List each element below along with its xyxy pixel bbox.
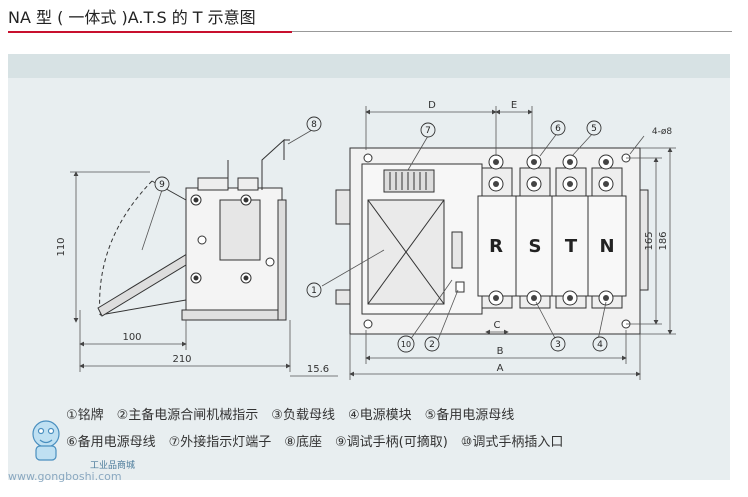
watermark-url: www.gongboshi.com [8, 470, 122, 483]
title-underline [292, 31, 732, 32]
legend-row-2: ⑥备用电源母线 ⑦外接指示灯端子 ⑧底座 ⑨调试手柄(可摘取) ⑩调式手柄插入口 [66, 435, 564, 450]
mascot-logo [32, 420, 60, 461]
dim-210-label: 210 [172, 354, 191, 365]
callout-5-num: 5 [591, 124, 597, 134]
dim-d-label: D [428, 100, 436, 111]
dim-c-label: C [494, 320, 501, 331]
dim-100-label: 100 [122, 332, 141, 343]
callout-7-num: 7 [425, 126, 431, 136]
panel-header-band [8, 54, 730, 78]
watermark-name: 工业品商城 [90, 461, 136, 471]
dim-b-label: B [497, 346, 504, 357]
callout-10-num: 10 [401, 340, 411, 349]
dim-holes-label: 4-ø8 [652, 127, 672, 137]
front-view-dimensions [349, 106, 676, 380]
callout-5 [586, 120, 602, 136]
mechanical-indicator [451, 231, 463, 269]
callout-2-num: 2 [429, 340, 435, 350]
callout-4 [592, 336, 608, 352]
callout-1-num: 1 [311, 286, 317, 296]
callout-10 [397, 335, 415, 353]
callout-6-num: 6 [555, 124, 561, 134]
phase-r-label: R [489, 236, 503, 257]
page-title: NA 型 ( 一体式 )A.T.S 的 T 示意图 [8, 8, 256, 27]
title-underline-accent [8, 31, 292, 33]
callout-9 [154, 176, 170, 192]
callout-8-num: 8 [311, 120, 317, 130]
callout-4-num: 4 [597, 340, 603, 350]
phase-s-label: S [529, 236, 542, 257]
callout-1 [306, 282, 322, 298]
callout-9-num: 9 [159, 180, 165, 190]
side-view-dimensions [70, 171, 338, 377]
legend-row-1: ①铭牌 ②主备电源合闸机械指示 ③负载母线 ④电源模块 ⑤备用电源母线 [66, 408, 515, 423]
dim-15-6-label: 15.6 [307, 364, 329, 375]
front-view [335, 147, 649, 335]
callout-2 [424, 336, 440, 352]
callout-leaders [141, 129, 607, 341]
dim-a-label: A [497, 363, 504, 374]
callout-7 [420, 122, 436, 138]
callout-8 [306, 116, 322, 132]
phase-t-label: T [565, 236, 578, 257]
phase-n-label: N [599, 236, 614, 257]
side-view [97, 138, 290, 321]
callout-3 [550, 336, 566, 352]
pole-module-s [515, 167, 555, 309]
callout-6 [550, 120, 566, 136]
callout-3-num: 3 [555, 340, 561, 350]
dim-165-label: 165 [644, 231, 655, 250]
dim-e-label: E [511, 100, 517, 111]
dim-110-label: 110 [56, 237, 67, 256]
dim-186-label: 186 [658, 231, 669, 250]
